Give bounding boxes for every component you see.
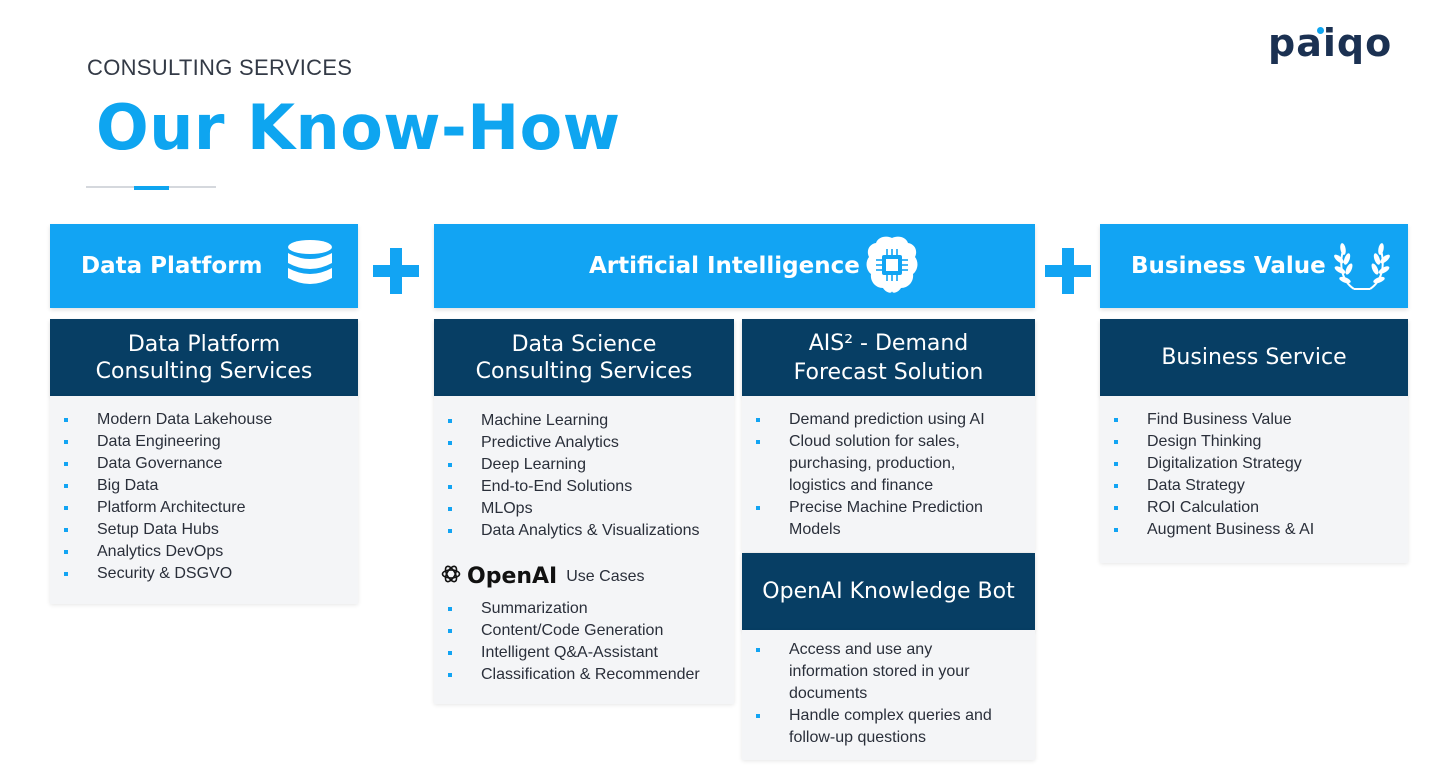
list-item: Demand prediction using AI: [742, 409, 1021, 431]
laurel-wreath-icon: [1334, 235, 1390, 300]
business-value-header-label: Business Value: [1131, 253, 1326, 279]
openai-use-cases-heading: OpenAI Use Cases: [440, 563, 734, 590]
business-service-list: Find Business Value Design Thinking Digi…: [1100, 409, 1408, 541]
business-value-header: Business Value: [1100, 224, 1408, 308]
list-item: Platform Architecture: [50, 497, 358, 519]
ais2-subhead: AIS² - Demand Forecast Solution: [742, 319, 1035, 396]
title-divider-accent: [134, 186, 169, 190]
data-science-list: Machine Learning Predictive Analytics De…: [434, 410, 734, 542]
ai-header-label: Artificial Intelligence: [589, 253, 860, 279]
ais2-subhead-label: AIS² - Demand Forecast Solution: [793, 330, 984, 385]
list-item: Machine Learning: [434, 410, 734, 432]
knowledge-bot-subhead-label: OpenAI Knowledge Bot: [762, 579, 1015, 604]
list-item: Access and use any information stored in…: [742, 639, 1021, 705]
list-item: Setup Data Hubs: [50, 519, 358, 541]
paiqo-logo: paiqo: [1268, 20, 1393, 66]
logo-text: paiqo: [1268, 21, 1393, 65]
logo-dot: [1317, 27, 1324, 34]
list-item: Summarization: [434, 598, 734, 620]
list-item: End-to-End Solutions: [434, 476, 734, 498]
list-item: Classification & Recommender: [434, 664, 734, 686]
brain-chip-icon: [864, 234, 920, 301]
list-item: Data Strategy: [1100, 475, 1408, 497]
list-item: Design Thinking: [1100, 431, 1408, 453]
list-item: Handle complex queries and follow-up que…: [742, 705, 1021, 749]
data-platform-subhead-label: Data Platform Consulting Services: [95, 331, 313, 384]
list-item: Big Data: [50, 475, 358, 497]
data-platform-subhead: Data Platform Consulting Services: [50, 319, 358, 396]
page-title: Our Know-How: [96, 91, 621, 164]
list-item: Digitalization Strategy: [1100, 453, 1408, 475]
section-kicker: CONSULTING SERVICES: [87, 55, 353, 80]
list-item: Deep Learning: [434, 454, 734, 476]
data-science-panel: Machine Learning Predictive Analytics De…: [434, 396, 734, 704]
data-platform-header: Data Platform: [50, 224, 358, 308]
ai-header: Artificial Intelligence: [434, 224, 1035, 308]
knowledge-bot-panel: Access and use any information stored in…: [742, 630, 1035, 760]
list-item: Modern Data Lakehouse: [50, 409, 358, 431]
list-item: Cloud solution for sales, purchasing, pr…: [742, 431, 1021, 497]
list-item: Augment Business & AI: [1100, 519, 1408, 541]
list-item: Security & DSGVO: [50, 563, 358, 585]
list-item: Intelligent Q&A-Assistant: [434, 642, 734, 664]
openai-wordmark: OpenAI: [467, 564, 558, 589]
list-item: Data Governance: [50, 453, 358, 475]
knowledge-bot-list: Access and use any information stored in…: [742, 639, 1035, 749]
list-item: ROI Calculation: [1100, 497, 1408, 519]
data-science-subhead: Data Science Consulting Services: [434, 319, 734, 396]
plus-icon: [1045, 248, 1091, 294]
business-service-subhead: Business Service: [1100, 319, 1408, 396]
list-item: Precise Machine Prediction Models: [742, 497, 1021, 541]
list-item: Predictive Analytics: [434, 432, 734, 454]
ais2-list: Demand prediction using AI Cloud solutio…: [742, 409, 1035, 541]
list-item: MLOps: [434, 498, 734, 520]
data-platform-header-label: Data Platform: [81, 253, 263, 279]
data-science-subhead-label: Data Science Consulting Services: [475, 331, 693, 384]
openai-icon: [440, 563, 462, 590]
business-service-subhead-label: Business Service: [1161, 345, 1347, 370]
business-service-panel: Find Business Value Design Thinking Digi…: [1100, 396, 1408, 563]
list-item: Find Business Value: [1100, 409, 1408, 431]
data-platform-list: Modern Data Lakehouse Data Engineering D…: [50, 409, 358, 585]
list-item: Analytics DevOps: [50, 541, 358, 563]
list-item: Content/Code Generation: [434, 620, 734, 642]
plus-icon: [373, 248, 419, 294]
data-platform-panel: Modern Data Lakehouse Data Engineering D…: [50, 396, 358, 604]
openai-use-cases-label: Use Cases: [566, 567, 645, 585]
list-item: Data Engineering: [50, 431, 358, 453]
knowledge-bot-subhead: OpenAI Knowledge Bot: [742, 553, 1035, 630]
list-item: Data Analytics & Visualizations: [434, 520, 734, 542]
ais2-panel: Demand prediction using AI Cloud solutio…: [742, 396, 1035, 552]
database-icon: [286, 239, 334, 298]
openai-use-cases-list: Summarization Content/Code Generation In…: [434, 598, 734, 686]
